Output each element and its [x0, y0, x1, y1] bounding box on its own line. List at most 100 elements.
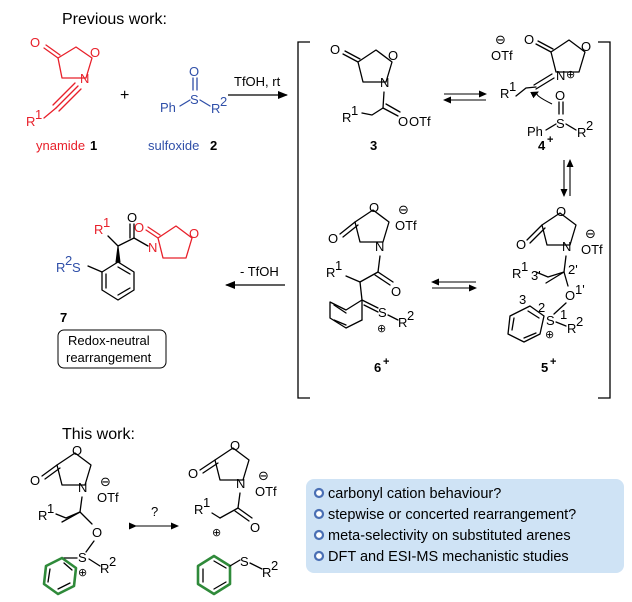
svg-text:+: +: [120, 87, 129, 104]
ynamide-r1: R: [26, 114, 35, 129]
svg-text:R: R: [56, 260, 65, 275]
svg-text:stepwise or concerted rearrang: stepwise or concerted rearrangement?: [328, 507, 576, 523]
ynamide-n: N: [80, 71, 89, 86]
svg-text:1: 1: [47, 501, 54, 516]
svg-text:⊖: ⊖: [585, 226, 596, 241]
svg-text:S: S: [378, 305, 387, 320]
sulfoxide-label: sulfoxide: [148, 138, 199, 153]
this-work-structure-b: O O N ⊖ OTf O R 1 ⊕ S R 2: [188, 438, 278, 596]
svg-text:O: O: [92, 525, 102, 540]
svg-text:R: R: [512, 266, 521, 281]
svg-text:2': 2': [568, 262, 578, 277]
compound-4-label: 4: [538, 138, 546, 153]
bullet-item: DFT and ESI-MS mechanistic studies: [313, 549, 569, 565]
svg-text:N: N: [562, 239, 571, 254]
svg-text:O: O: [391, 284, 401, 299]
svg-text:DFT and ESI-MS mechanistic stu: DFT and ESI-MS mechanistic studies: [328, 549, 569, 565]
svg-text:1: 1: [103, 215, 110, 230]
svg-text:3: 3: [519, 292, 526, 307]
svg-text:1': 1': [575, 282, 585, 297]
svg-text:⊕: ⊕: [78, 567, 87, 579]
svg-text:O: O: [388, 48, 398, 63]
ynamide-1-structure: O O N R 1 ynamide 1: [26, 35, 100, 153]
boxed-note-line1: Redox-neutral: [68, 333, 150, 348]
svg-text:2: 2: [65, 253, 72, 268]
sulfoxide-o: O: [189, 64, 199, 79]
svg-text:S: S: [72, 260, 81, 275]
compound-7-label: 7: [60, 310, 67, 325]
svg-text:⊖: ⊖: [100, 474, 111, 489]
svg-text:N: N: [78, 480, 87, 495]
svg-text:N: N: [236, 476, 245, 491]
svg-text:⊕: ⊕: [377, 323, 386, 335]
resonance-question: ?: [151, 504, 158, 519]
bullet-dot-icon: [313, 550, 325, 562]
svg-text:meta-selectivity on substitute: meta-selectivity on substituted arenes: [328, 528, 571, 544]
svg-text:O: O: [398, 114, 408, 129]
equilibrium-5-6: [431, 278, 477, 292]
svg-text:R: R: [500, 86, 509, 101]
sulfoxide-number: 2: [210, 138, 217, 153]
svg-text:OTf: OTf: [581, 242, 603, 257]
ynamide-carbonyl-o: O: [30, 35, 40, 50]
svg-text:O: O: [556, 204, 566, 219]
compound-4-structure: ⊖ OTf O O N ⊕ R 1 Ph S O R 2 4 +: [491, 32, 593, 153]
bullet-dot-icon: [313, 508, 325, 520]
ynamide-ring-o: O: [90, 45, 100, 60]
ynamide-number: 1: [90, 138, 97, 153]
right-bracket: [598, 41, 611, 399]
svg-text:N: N: [556, 68, 565, 83]
svg-text:⊕: ⊕: [545, 329, 554, 341]
compound-3-structure: O O N R 1 O OTf 3: [330, 42, 431, 153]
svg-text:O: O: [369, 200, 379, 215]
svg-text:O: O: [72, 443, 82, 458]
svg-text:S: S: [556, 116, 565, 131]
svg-text:R: R: [577, 125, 586, 140]
svg-text:O: O: [134, 220, 144, 235]
svg-text:1: 1: [560, 307, 567, 322]
svg-text:O: O: [230, 438, 240, 453]
sulfoxide-r2: R: [211, 101, 220, 116]
svg-text:OTf: OTf: [255, 484, 277, 499]
svg-text:1: 1: [203, 495, 210, 510]
svg-text:3': 3': [531, 268, 541, 283]
svg-text:2: 2: [407, 308, 414, 323]
svg-text:OTf: OTf: [395, 218, 417, 233]
ynamide-label: ynamide: [36, 138, 85, 153]
svg-text:O: O: [524, 32, 534, 47]
equilibrium-4-5: [560, 159, 574, 197]
svg-text:2: 2: [109, 554, 116, 569]
svg-text:+: +: [550, 356, 556, 368]
redox-neutral-box: [57, 329, 167, 369]
svg-text:R: R: [100, 561, 109, 576]
left-bracket: [297, 41, 310, 399]
svg-text:2: 2: [538, 300, 545, 315]
svg-text:R: R: [194, 502, 203, 517]
sulfoxide-ph: Ph: [160, 100, 176, 115]
svg-text:N: N: [375, 239, 384, 254]
compound-5-label: 5: [541, 360, 548, 375]
elimination-label: - TfOH: [240, 264, 279, 279]
svg-text:N: N: [148, 240, 157, 255]
svg-text:OTf: OTf: [491, 48, 513, 63]
svg-text:1: 1: [509, 79, 516, 94]
reagent-label: TfOH, rt: [234, 74, 281, 89]
compound-6-label: 6: [374, 360, 381, 375]
svg-text:R: R: [342, 110, 351, 125]
bullet-item: carbonyl cation behaviour?: [313, 486, 501, 502]
svg-text:N: N: [380, 75, 389, 90]
compound-5-structure: O O N ⊖ OTf R 1 3' 2' O 1' S 1 ⊕ R 2 3 2…: [507, 204, 603, 375]
svg-text:⊕: ⊕: [212, 527, 221, 539]
svg-text:S: S: [78, 550, 87, 565]
svg-text:⊖: ⊖: [258, 468, 269, 483]
svg-text:Ph: Ph: [527, 124, 543, 139]
svg-text:O: O: [250, 520, 260, 535]
svg-text:R: R: [38, 508, 47, 523]
svg-text:O: O: [127, 210, 137, 225]
svg-text:S: S: [546, 313, 555, 328]
svg-text:O: O: [516, 237, 526, 252]
svg-text:R: R: [567, 321, 576, 336]
svg-text:R: R: [398, 315, 407, 330]
svg-text:⊕: ⊕: [566, 69, 575, 81]
svg-text:O: O: [189, 226, 199, 241]
